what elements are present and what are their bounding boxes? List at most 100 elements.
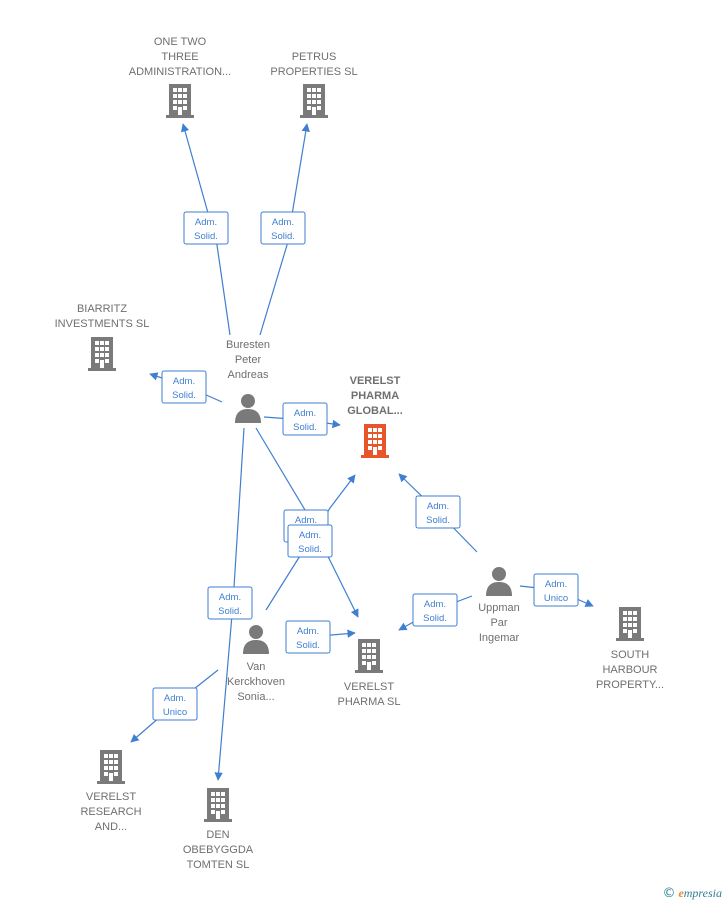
building-icon (166, 84, 194, 118)
edge-label-text: Adm. (424, 599, 446, 610)
node-label-line: Par (490, 617, 507, 629)
edge-label-text: Solid. (423, 613, 447, 624)
node-verelst_global[interactable]: VERELST PHARMA GLOBAL... (347, 375, 403, 458)
edge-label-e12[interactable]: Adm. Unico (533, 573, 579, 607)
edge-label-text: Solid. (271, 231, 295, 242)
node-label-line: OBEBYGGDA (183, 844, 254, 856)
edge-label-e2[interactable]: Adm. Solid. (260, 211, 306, 245)
edge-label-text: Solid. (194, 231, 218, 242)
building-icon (300, 84, 328, 118)
edge-label-e1[interactable]: Adm. Solid. (183, 211, 229, 245)
edge-label-e4[interactable]: Adm. Solid. (282, 402, 328, 436)
node-label-line: Sonia... (237, 691, 274, 703)
node-label-line: PROPERTY... (596, 679, 664, 691)
edge-label-box (285, 620, 331, 654)
node-label-line: ADMINISTRATION... (129, 66, 231, 78)
node-label-line: VERELST (350, 375, 401, 387)
edge-label-text: Solid. (293, 422, 317, 433)
node-biarritz[interactable]: BIARRITZ INVESTMENTS SL (55, 303, 150, 371)
edge-label-text: Adm. (545, 579, 567, 590)
node-label-line: ONE TWO (154, 36, 207, 48)
edge-label-text: Adm. (164, 693, 186, 704)
edge-label-e11[interactable]: Adm. Solid. (412, 593, 458, 627)
node-label-line: Kerckhoven (227, 676, 285, 688)
node-van_kerckhoven[interactable]: VanKerckhovenSonia... (227, 625, 285, 703)
node-label-line: AND... (95, 821, 127, 833)
node-label-line: RESEARCH (80, 806, 141, 818)
node-label-line: Buresten (226, 339, 270, 351)
edge-label-e8[interactable]: Adm. Solid. (207, 586, 253, 620)
edge-label-box (260, 211, 306, 245)
node-label-line: HARBOUR (602, 664, 657, 676)
edge-label-e10[interactable]: Adm. Solid. (285, 620, 331, 654)
node-label-line: BIARRITZ (77, 303, 127, 315)
edge-label-box (161, 370, 207, 404)
node-den_obebyggda[interactable]: DEN OBEBYGGDA TOMTEN SL (183, 788, 254, 871)
person-icon (486, 567, 512, 596)
edge-label-text: Adm. (272, 217, 294, 228)
edge-line-e6 (265, 474, 356, 611)
edge-label-box (282, 402, 328, 436)
edge-label-e7[interactable]: Adm.Solid. (415, 495, 461, 529)
node-label-line: INVESTMENTS SL (55, 318, 150, 330)
node-label-line: VERELST (344, 681, 394, 693)
edge-label-text: Solid. (218, 606, 242, 617)
node-verelst_research[interactable]: VERELST RESEARCH AND... (80, 750, 142, 833)
node-label-line: PHARMA SL (338, 696, 401, 708)
node-label-line: Van (247, 661, 266, 673)
edge-label-text: Adm. (297, 626, 319, 637)
node-label-line: GLOBAL... (347, 405, 403, 417)
edge-label-box (533, 573, 579, 607)
node-label-line: PETRUS (292, 51, 337, 63)
node-label-line: SOUTH (611, 649, 650, 661)
node-label-line: Uppman (478, 602, 520, 614)
node-label-line: THREE (161, 51, 198, 63)
node-verelst_pharma[interactable]: VERELST PHARMA SL (338, 639, 401, 708)
copyright-icon: © (662, 886, 676, 901)
edge-line-e1 (181, 123, 231, 336)
edge-label-text: Unico (544, 593, 568, 604)
edge-label-text: Adm. (219, 592, 241, 603)
edge-label-box (412, 593, 458, 627)
building-icon (361, 424, 389, 458)
edge-label-e9[interactable]: Adm. Unico (152, 687, 198, 721)
edge-label-box (152, 687, 198, 721)
edge-label-text: Adm. (294, 408, 316, 419)
edge-label-box (183, 211, 229, 245)
node-label-line: Peter (235, 354, 262, 366)
edge-label-text: Solid. (426, 515, 450, 526)
building-icon (355, 639, 383, 673)
edge-label-e3[interactable]: Adm. Solid. (161, 370, 207, 404)
building-icon (204, 788, 232, 822)
edge-label-box (415, 495, 461, 529)
node-south_harbour[interactable]: SOUTH HARBOUR PROPERTY... (596, 607, 664, 691)
node-one_two[interactable]: ONE TWO THREE ADMINISTRATION... (129, 36, 231, 118)
node-label-line: DEN (206, 829, 229, 841)
node-label-line: Ingemar (479, 632, 520, 644)
edge-label-text: Adm. (295, 515, 317, 526)
person-icon (243, 625, 269, 654)
edge-line-e2 (259, 123, 310, 336)
node-label-line: PHARMA (351, 390, 399, 402)
edge-label-text: Adm. (195, 217, 217, 228)
building-icon (88, 337, 116, 371)
edge-label-box (207, 586, 253, 620)
node-label-line: PROPERTIES SL (270, 66, 357, 78)
edge-label-box (287, 524, 333, 558)
edge-label-text: Unico (163, 707, 187, 718)
node-label-line: VERELST (86, 791, 136, 803)
brand-logo-initial: e (678, 886, 684, 900)
node-label-line: Andreas (228, 369, 269, 381)
building-icon (616, 607, 644, 641)
edge-label-text: Solid. (172, 390, 196, 401)
node-petrus[interactable]: PETRUS PROPERTIES SL (270, 51, 358, 118)
edge-label-text: Adm. (173, 376, 195, 387)
copyright-notice: © empresia (662, 886, 722, 901)
edge-label-text: Solid. (296, 640, 320, 651)
edge-label-text: Solid. (298, 544, 322, 555)
node-label-line: TOMTEN SL (187, 859, 250, 871)
edge-label-e6[interactable]: Adm.Solid. (287, 524, 333, 558)
